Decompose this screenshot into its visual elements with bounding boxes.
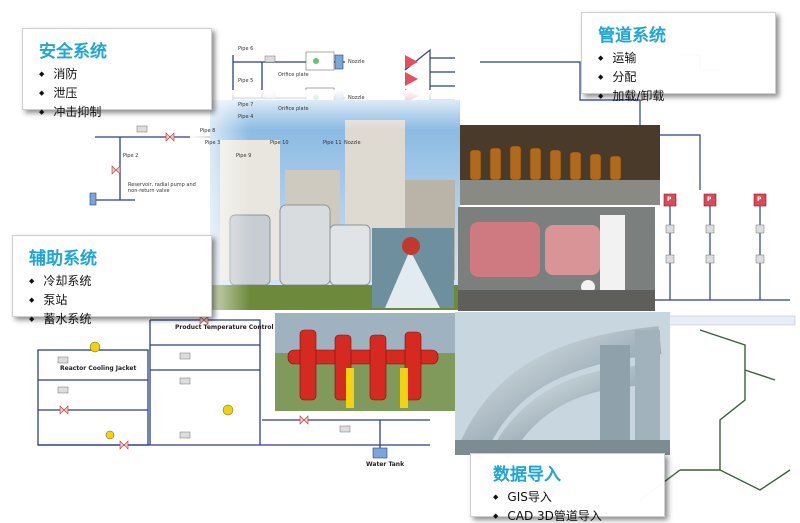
pipe-10-label: Pipe 10 bbox=[270, 140, 289, 146]
auxiliary-system-list: 冷却系统 泵站 蓄水系统 bbox=[29, 273, 211, 330]
list-item: CAD 3D管道导入 bbox=[493, 508, 664, 523]
data-import-list: GIS导入 CAD 3D管道导入 bbox=[493, 489, 664, 523]
auxiliary-system-title: 辅助系统 bbox=[29, 249, 97, 269]
pipe-6-label: Pipe 6 bbox=[238, 46, 254, 52]
safety-system-list: 消防 泄压 冲击抑制 bbox=[39, 66, 211, 123]
reactor-cooling-jacket-label: Reactor Cooling Jacket bbox=[60, 365, 137, 372]
safety-system-panel: 安全系统 消防 泄压 冲击抑制 bbox=[22, 28, 212, 119]
list-item: GIS导入 bbox=[493, 489, 664, 508]
safety-system-title: 安全系统 bbox=[39, 42, 107, 62]
nozzle-label-1: Nozzle bbox=[348, 59, 365, 65]
orifice-plate-label-1: Orifice plate bbox=[278, 72, 309, 78]
list-item: 泄压 bbox=[39, 85, 211, 104]
list-item: 运输 bbox=[598, 50, 775, 69]
list-item: 分配 bbox=[598, 69, 775, 88]
nozzle-label-3: Nozzle bbox=[344, 140, 361, 146]
pipeline-system-title: 管道系统 bbox=[598, 26, 666, 46]
list-item: 蓄水系统 bbox=[29, 311, 211, 330]
reservoir-note: Reservoir, radial pump and non-return va… bbox=[128, 182, 196, 194]
pipe-4-label: Pipe 4 bbox=[238, 114, 254, 120]
pipe-9-label: Pipe 9 bbox=[236, 153, 252, 159]
pipeline-system-panel: 管道系统 运输 分配 加载/卸载 bbox=[581, 12, 776, 103]
data-import-title: 数据导入 bbox=[493, 465, 561, 485]
list-item: 消防 bbox=[39, 66, 211, 85]
pressure-symbol-1: P bbox=[667, 196, 672, 203]
pipe-5-label: Pipe 5 bbox=[238, 78, 254, 84]
list-item: 冷却系统 bbox=[29, 273, 211, 292]
nozzle-label-2: Nozzle bbox=[348, 95, 365, 101]
list-item: 加载/卸载 bbox=[598, 88, 775, 107]
pipe-8-label: Pipe 8 bbox=[200, 128, 216, 134]
pipe-3-label: Pipe 3 bbox=[205, 140, 221, 146]
auxiliary-system-panel: 辅助系统 冷却系统 泵站 蓄水系统 bbox=[12, 235, 212, 326]
data-import-panel: 数据导入 GIS导入 CAD 3D管道导入 bbox=[470, 453, 665, 523]
pipe-7-label: Pipe 7 bbox=[238, 102, 254, 108]
orifice-plate-label-2: Orifice plate bbox=[278, 106, 309, 112]
pressure-symbol-3: P bbox=[757, 196, 762, 203]
pipe-2-label: Pipe 2 bbox=[123, 153, 139, 159]
pressure-symbol-2: P bbox=[707, 196, 712, 203]
pipe-11-label: Pipe 11 bbox=[323, 140, 342, 146]
pipeline-system-list: 运输 分配 加载/卸载 bbox=[598, 50, 775, 107]
water-tank-label: Water Tank bbox=[366, 461, 405, 468]
product-temperature-control-label: Product Temperature Control bbox=[175, 324, 274, 331]
list-item: 冲击抑制 bbox=[39, 104, 211, 123]
list-item: 泵站 bbox=[29, 292, 211, 311]
